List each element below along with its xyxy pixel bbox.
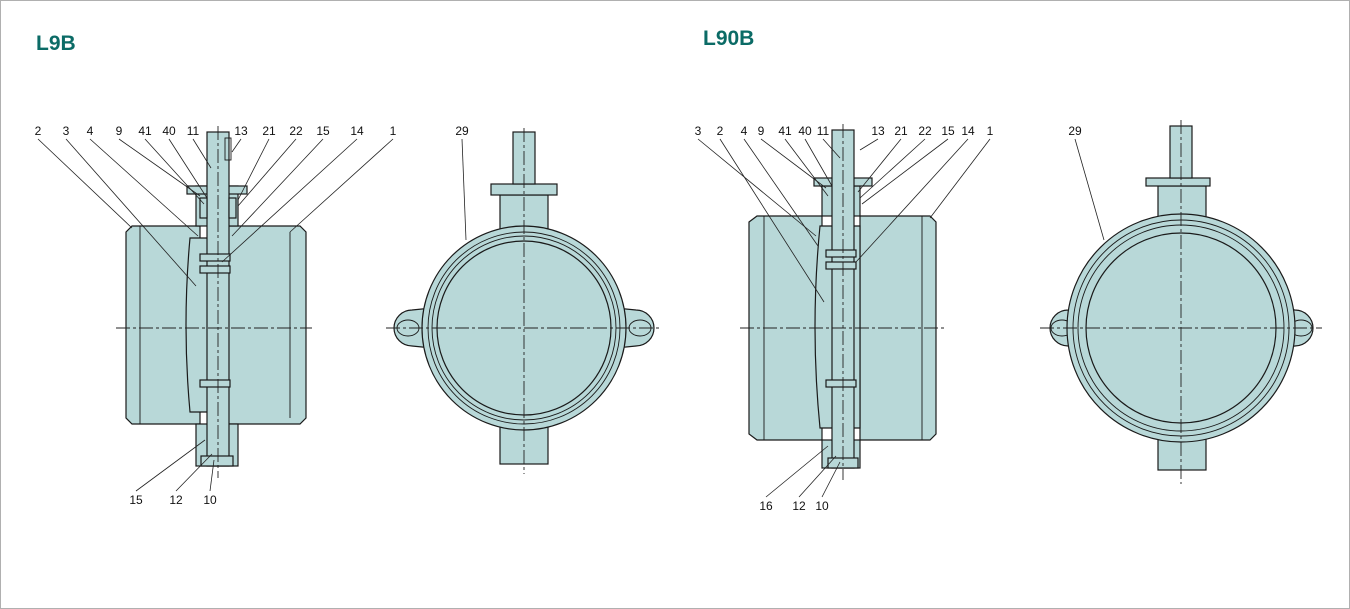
callout-label: 10 xyxy=(815,499,829,513)
callout-label: 40 xyxy=(162,124,176,138)
leader-line xyxy=(231,138,324,237)
callout-label: 22 xyxy=(918,124,932,138)
leader-line xyxy=(135,439,206,492)
callout-label: 41 xyxy=(778,124,792,138)
callout-label: 11 xyxy=(817,124,830,138)
l9b-side-view xyxy=(386,128,662,474)
leader-line xyxy=(821,461,841,498)
callout-label: 15 xyxy=(316,124,330,138)
leader-line xyxy=(65,138,197,287)
callout-label: 12 xyxy=(792,499,806,513)
leader-line xyxy=(743,138,819,247)
callout-label: 13 xyxy=(234,124,248,138)
leader-line xyxy=(1074,138,1105,241)
leader-line xyxy=(237,138,297,207)
callout-label: 2 xyxy=(35,124,42,138)
leader-line xyxy=(929,138,991,219)
callout-label: 14 xyxy=(961,124,975,138)
callout-label: 29 xyxy=(455,124,469,138)
callout-label: 15 xyxy=(941,124,955,138)
leader-line xyxy=(859,138,879,151)
callout-label: 11 xyxy=(187,124,200,138)
callout-label: 22 xyxy=(289,124,303,138)
leader-line xyxy=(192,138,212,169)
callout-label: 41 xyxy=(138,124,152,138)
callout-label: 21 xyxy=(894,124,908,138)
leader-line xyxy=(89,138,199,237)
leader-line xyxy=(118,138,201,197)
callout-label: 40 xyxy=(798,124,812,138)
leader-line xyxy=(289,138,394,233)
callout-label: 1 xyxy=(987,124,994,138)
diagram-title-l90b: L90B xyxy=(703,27,755,50)
callout-label: 9 xyxy=(116,124,123,138)
callout-label: 12 xyxy=(169,493,183,507)
leader-lines xyxy=(37,138,1105,498)
callout-label: 1 xyxy=(390,124,397,138)
callout-label: 15 xyxy=(129,493,143,507)
callout-label: 2 xyxy=(717,124,724,138)
diagram-title-l9b: L9B xyxy=(36,32,76,55)
l90b-side-view xyxy=(1040,120,1322,484)
leader-line xyxy=(859,138,926,199)
leader-line xyxy=(144,138,205,205)
callout-label: 10 xyxy=(203,493,217,507)
leader-line xyxy=(237,138,270,201)
leader-line xyxy=(231,138,242,153)
callout-label: 4 xyxy=(87,124,94,138)
leader-line xyxy=(209,459,215,492)
leader-line xyxy=(697,138,817,237)
callout-label: 3 xyxy=(695,124,702,138)
callout-label: 13 xyxy=(871,124,885,138)
l9b-section-view xyxy=(116,126,312,478)
callout-label: 16 xyxy=(759,499,773,513)
callout-label: 9 xyxy=(758,124,765,138)
leader-line xyxy=(765,445,829,498)
l90b-section-view xyxy=(740,124,944,480)
callout-label: 14 xyxy=(350,124,364,138)
leader-line xyxy=(461,138,467,241)
leader-line xyxy=(37,138,133,229)
leader-line xyxy=(857,138,902,193)
leader-line xyxy=(175,453,213,492)
callout-label: 21 xyxy=(262,124,276,138)
leader-line xyxy=(719,138,825,303)
leader-line xyxy=(221,138,358,263)
leader-line xyxy=(804,138,833,187)
leader-line xyxy=(760,138,827,189)
callout-label: 4 xyxy=(741,124,748,138)
leader-line xyxy=(784,138,829,197)
leader-line xyxy=(855,138,969,263)
leader-line xyxy=(861,138,949,205)
leader-line xyxy=(822,138,841,159)
callout-label: 3 xyxy=(63,124,70,138)
leader-line xyxy=(168,138,208,199)
callout-label: 29 xyxy=(1068,124,1082,138)
leader-line xyxy=(798,455,837,498)
